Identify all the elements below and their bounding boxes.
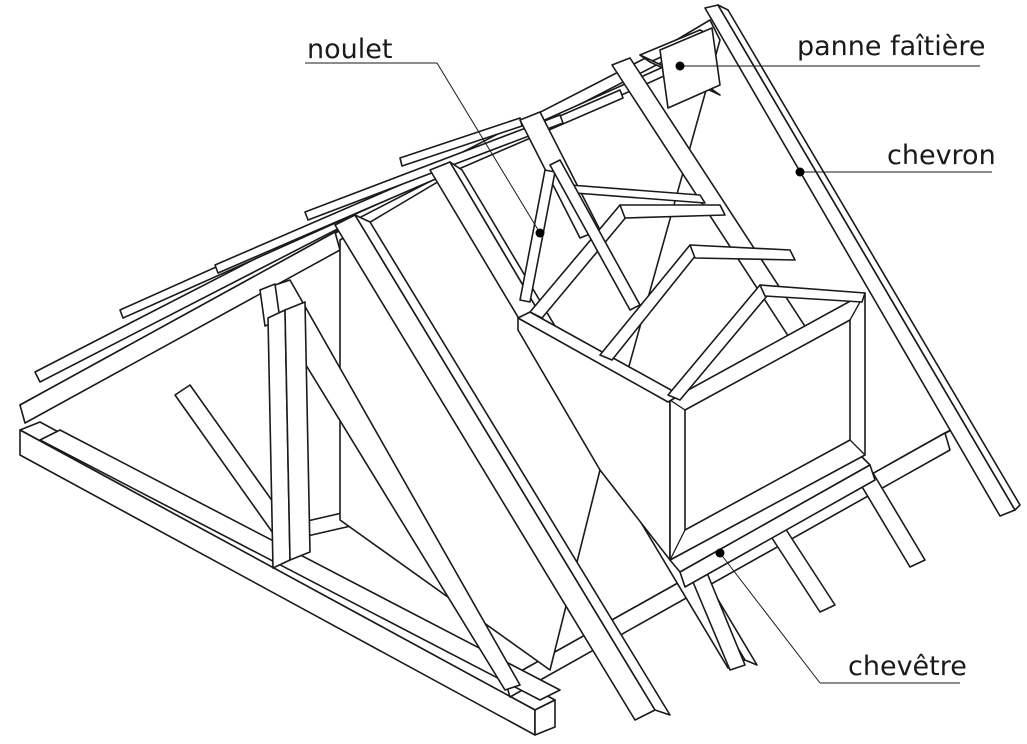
- label-noulet: noulet: [305, 34, 545, 238]
- gable-truss: [19, 224, 561, 701]
- label-chevron: chevron: [795, 140, 996, 177]
- label-chevetre-text: chevêtre: [848, 651, 967, 682]
- label-panne-faitiere: panne faîtière: [675, 31, 985, 71]
- lower-rafters: [689, 467, 926, 671]
- ridge-purlin: [639, 27, 721, 109]
- dormer-roof-framing: [517, 159, 866, 403]
- dormer-front-frame: [669, 292, 866, 561]
- label-chevron-text: chevron: [887, 140, 996, 171]
- label-panne-faitiere-text: panne faîtière: [797, 31, 985, 62]
- label-noulet-text: noulet: [307, 34, 392, 65]
- label-chevetre: chevêtre: [715, 548, 967, 684]
